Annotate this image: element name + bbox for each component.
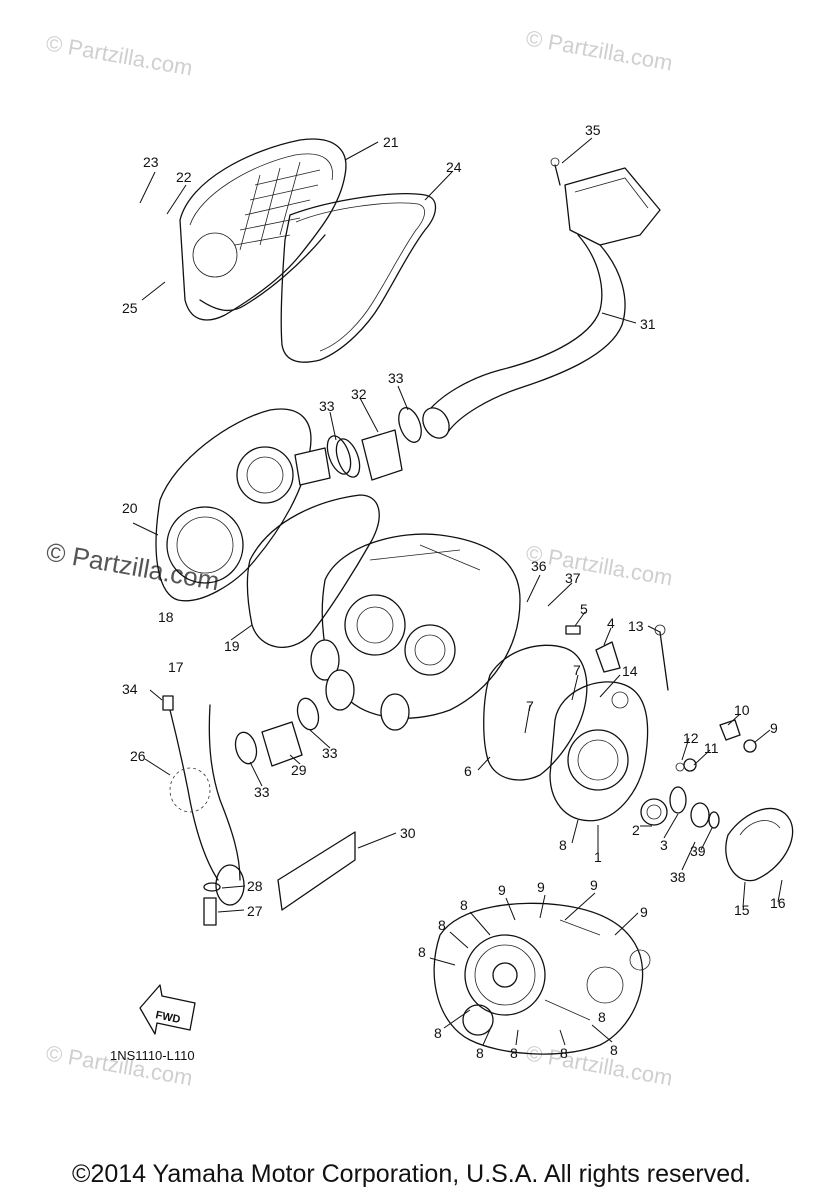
callout-19: 19 <box>224 638 240 654</box>
o-ring-39 <box>708 811 720 829</box>
callout-20: 20 <box>122 500 138 516</box>
callout-8-lower-c: 8 <box>418 944 426 960</box>
watermark-top-left: © Partzilla.com <box>44 30 194 80</box>
callout-11: 11 <box>704 740 719 756</box>
callout-4: 4 <box>607 615 615 631</box>
callout-30: 30 <box>400 825 416 841</box>
watermark-middle-left: © Partzilla.com <box>44 536 222 596</box>
callout-1: 1 <box>594 849 602 865</box>
plug-11 <box>683 758 697 772</box>
callout-8-right: 8 <box>559 837 567 853</box>
crankcase-cover-inner <box>155 408 331 602</box>
callout-9-lower-c: 9 <box>590 877 598 893</box>
right-cover <box>549 681 649 822</box>
gasket-outer <box>280 193 437 363</box>
callout-6: 6 <box>464 763 472 779</box>
callout-38: 38 <box>670 869 686 885</box>
drain-plug <box>203 897 217 926</box>
gasket-inner <box>246 494 380 648</box>
callout-17: 17 <box>168 659 184 675</box>
callout-5: 5 <box>580 601 588 617</box>
label-sheet <box>277 831 356 911</box>
cap-cover <box>725 807 794 882</box>
callout-9-lower-a: 9 <box>498 882 506 898</box>
callout-9-right: 9 <box>770 720 778 736</box>
callout-7-lower: 7 <box>526 698 534 714</box>
callout-18: 18 <box>158 609 174 625</box>
intake-duct <box>162 695 245 906</box>
callout-39: 39 <box>690 843 706 859</box>
callout-37: 37 <box>565 570 581 586</box>
callout-22: 22 <box>176 169 192 185</box>
callout-26: 26 <box>130 748 146 764</box>
callout-8-lower-b: 8 <box>460 897 468 913</box>
leader-lines <box>132 137 783 913</box>
bearing <box>640 798 668 826</box>
callout-28: 28 <box>247 878 263 894</box>
clip-10 <box>719 719 741 741</box>
fwd-label: FWD <box>154 1009 181 1026</box>
callout-8-lower-d: 8 <box>434 1025 442 1041</box>
sensor <box>659 631 669 691</box>
callout-29: 29 <box>291 762 307 778</box>
callout-2: 2 <box>632 822 640 838</box>
copyright-notice: ©2014 Yamaha Motor Corporation, U.S.A. A… <box>72 1160 751 1188</box>
callout-numbers: 21 23 22 24 25 35 31 33 32 33 20 36 37 5… <box>122 122 786 1061</box>
watermark-top-right: © Partzilla.com <box>524 25 674 75</box>
callout-33-lower-a: 33 <box>254 784 270 800</box>
callout-9-lower-d: 9 <box>640 904 648 920</box>
diagram-code: 1NS1110-L110 <box>110 1048 195 1063</box>
fwd-arrow-icon: FWD <box>139 984 196 1035</box>
callout-32: 32 <box>351 386 367 402</box>
callout-12: 12 <box>683 730 699 746</box>
callout-35: 35 <box>585 122 601 138</box>
callout-23: 23 <box>143 154 159 170</box>
callout-34: 34 <box>122 681 138 697</box>
crankcase-block <box>310 533 521 731</box>
shaft-collar <box>690 802 710 828</box>
callout-13: 13 <box>628 618 644 634</box>
o-ring-12 <box>675 762 685 772</box>
callout-33-lower-b: 33 <box>322 745 338 761</box>
bolt-9 <box>743 739 757 753</box>
rubber-joint <box>261 721 303 767</box>
callout-14: 14 <box>622 663 638 679</box>
callout-8-lower-f: 8 <box>510 1045 518 1061</box>
callout-7-upper: 7 <box>573 662 581 678</box>
gasket-right <box>483 644 588 781</box>
clamp-33-b <box>296 697 320 731</box>
gasket-outer-inner <box>295 202 425 352</box>
crankcase-cover-outer <box>179 138 347 321</box>
callout-10: 10 <box>734 702 750 718</box>
watermark-bottom-right: © Partzilla.com <box>524 1040 674 1090</box>
callout-9-lower-b: 9 <box>537 879 545 895</box>
callout-15: 15 <box>734 902 750 918</box>
duct-joint <box>326 407 422 481</box>
callout-31: 31 <box>640 316 656 332</box>
bracket <box>595 641 621 673</box>
callout-3: 3 <box>660 837 668 853</box>
crankcase-lower-view <box>433 902 651 1055</box>
callout-8-lower-i: 8 <box>598 1009 606 1025</box>
clamp-33-a <box>234 731 258 765</box>
bushing <box>669 786 687 814</box>
bolt-5 <box>565 625 581 635</box>
callout-8-lower-g: 8 <box>560 1045 568 1061</box>
callout-33-upper-a: 33 <box>319 398 335 414</box>
o-ring-28 <box>203 882 221 892</box>
lower-leader-lines <box>429 892 639 1046</box>
callout-27: 27 <box>247 903 263 919</box>
callout-8-lower-e: 8 <box>476 1045 484 1061</box>
callout-21: 21 <box>383 134 399 150</box>
watermark-middle-right: © Partzilla.com <box>524 540 674 590</box>
callout-25: 25 <box>122 300 138 316</box>
callout-8-lower-a: 8 <box>438 917 446 933</box>
air-duct <box>422 157 661 439</box>
callout-33-upper-b: 33 <box>388 370 404 386</box>
callout-36: 36 <box>531 558 547 574</box>
callout-8-lower-h: 8 <box>610 1042 618 1058</box>
callout-24: 24 <box>446 159 462 175</box>
callout-16: 16 <box>770 895 786 911</box>
